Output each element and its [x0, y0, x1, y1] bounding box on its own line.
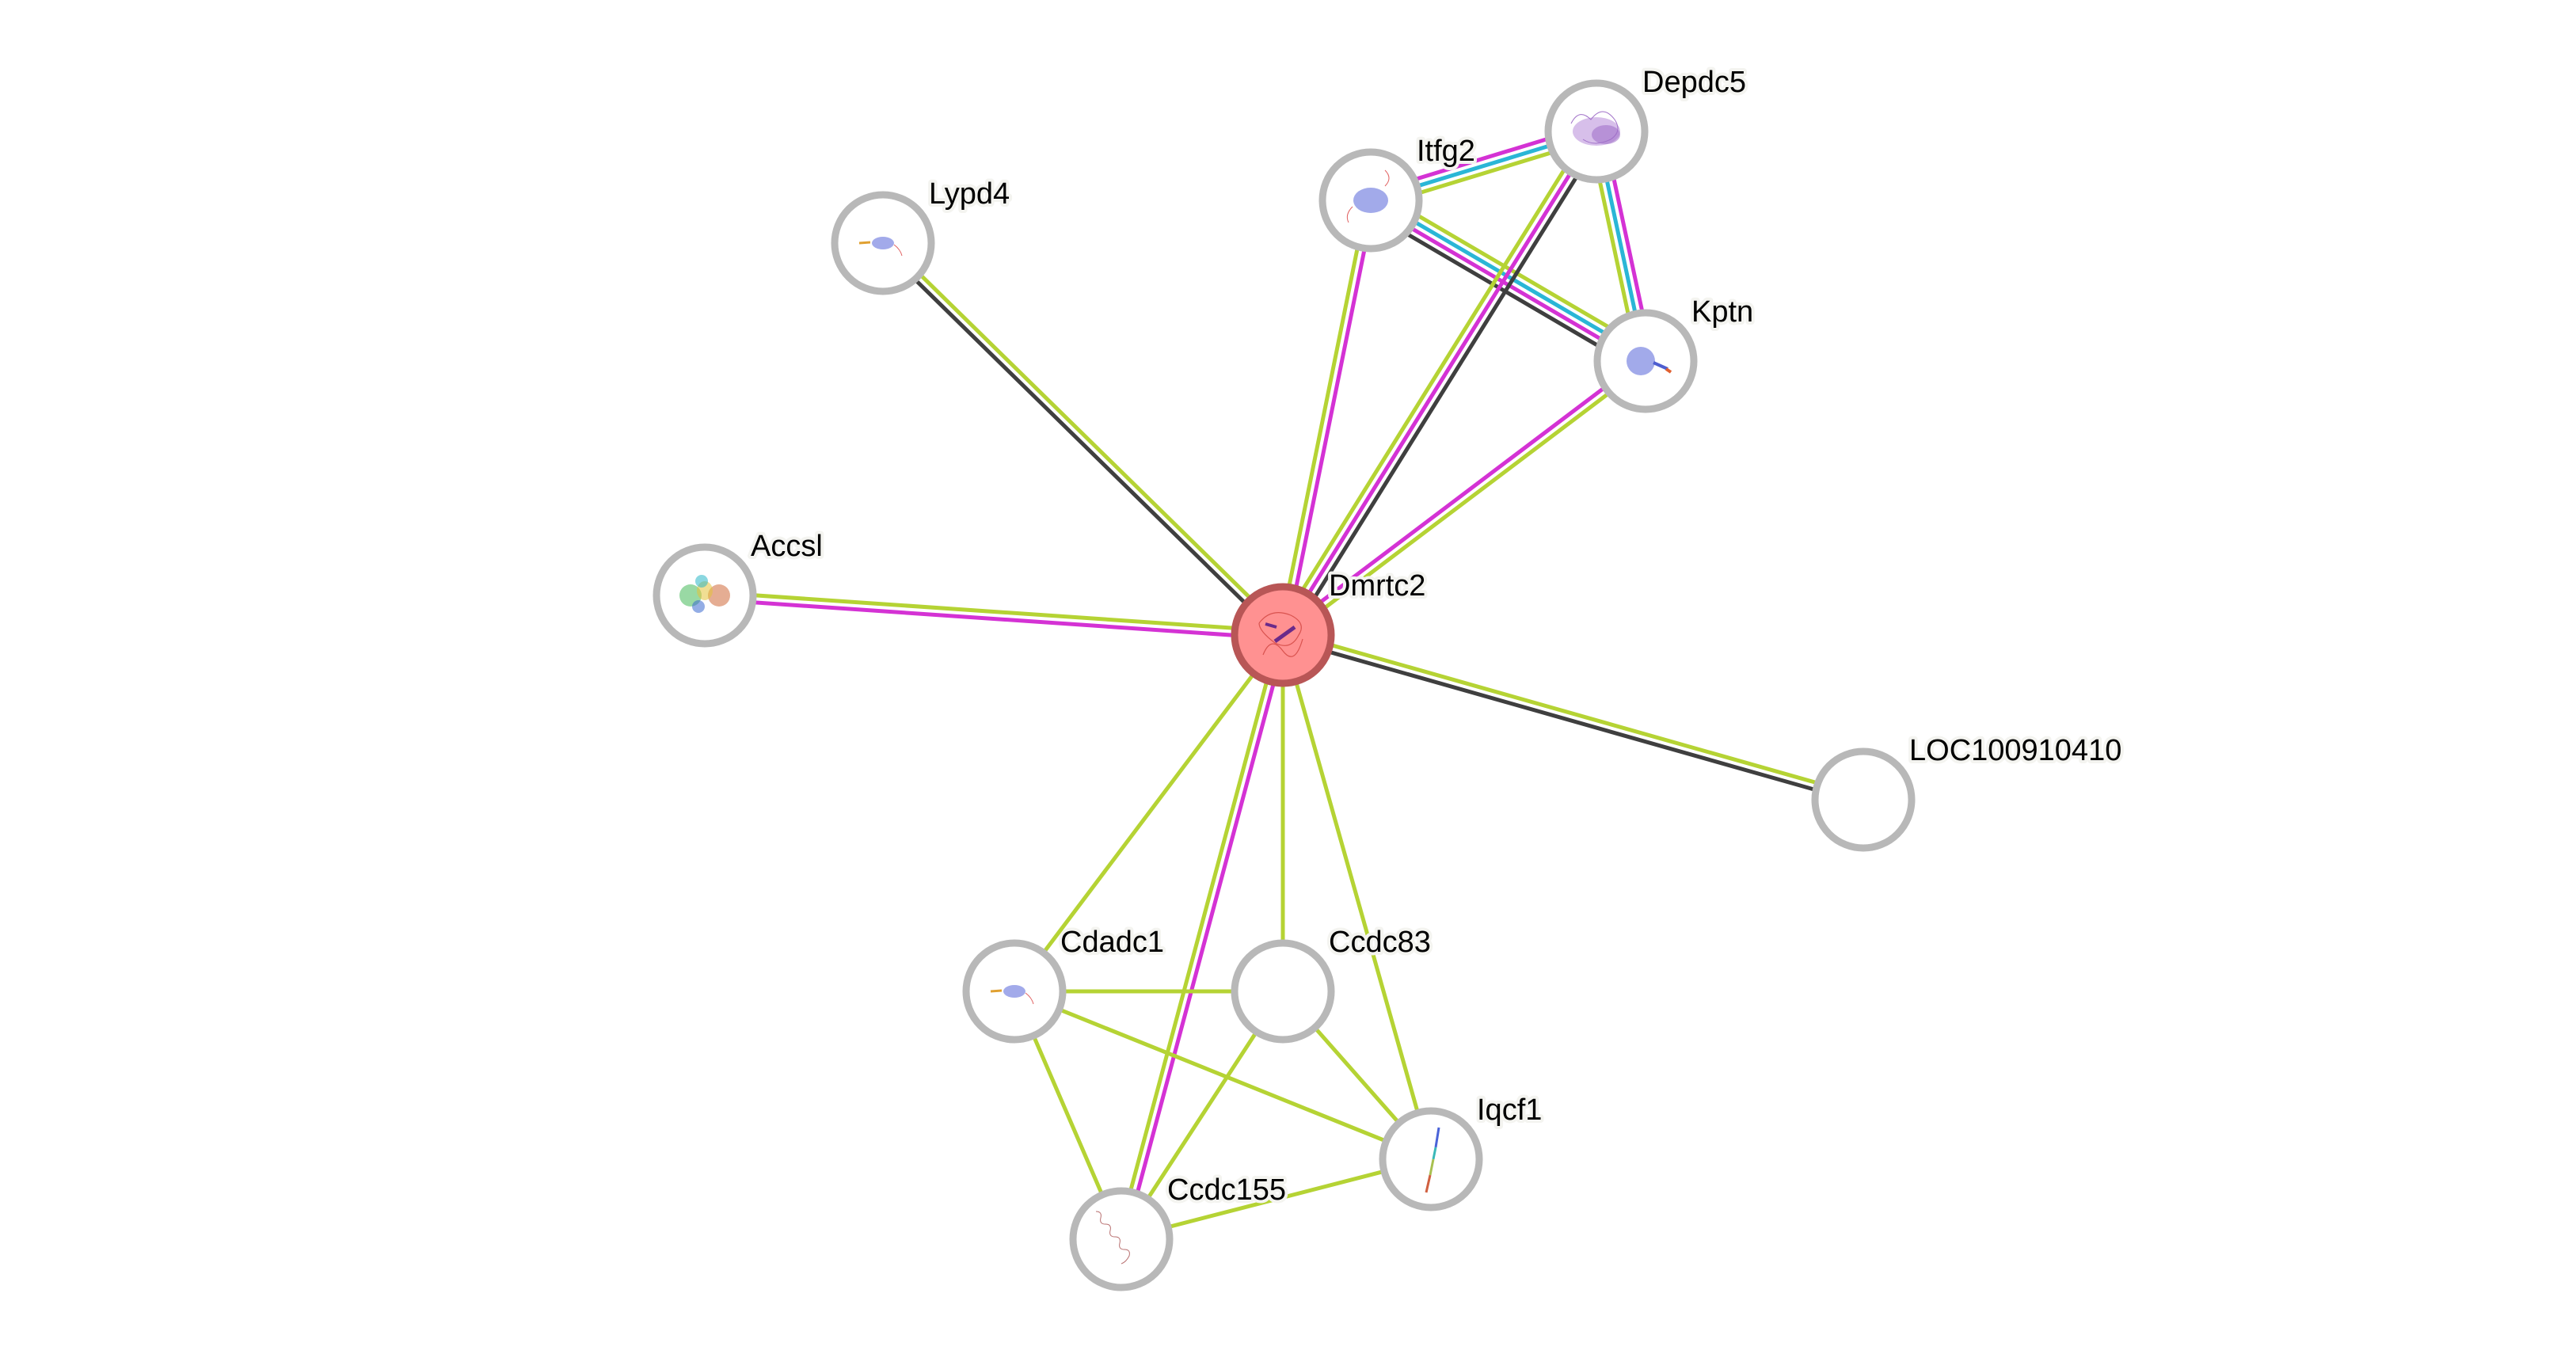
protein-structure-icon — [1346, 169, 1390, 223]
edge-lypd4-dmrtc2[interactable] — [879, 239, 1287, 639]
edge-depdc5-dmrtc2[interactable] — [1275, 126, 1604, 641]
node-label[interactable]: LOC100910410 — [1906, 731, 2125, 770]
node-label[interactable]: Accsl — [748, 527, 826, 566]
edge-channel-textmining — [1013, 633, 1284, 993]
node-label[interactable]: Ccdc155 — [1164, 1170, 1289, 1210]
node-itfg2[interactable]: Itfg2 — [1318, 131, 1478, 253]
edge-channel-experiments — [1368, 201, 1645, 367]
node-label[interactable]: Itfg2 — [1414, 131, 1478, 171]
protein-structure-icon — [1570, 111, 1620, 146]
edge-channel-textmining — [1283, 629, 1865, 799]
edge-iqcf1-ccdc155[interactable] — [1121, 1157, 1432, 1242]
edge-channel-experiments — [1284, 200, 1376, 637]
node-loc100910410[interactable]: LOC100910410 — [1811, 731, 2125, 852]
protein-structure-icon — [1095, 1211, 1130, 1265]
edge-itfg2-dmrtc2[interactable] — [1277, 199, 1376, 637]
node-dmrtc2[interactable]: Dmrtc2 — [1231, 566, 1429, 687]
edge-channel-databases — [1372, 195, 1649, 360]
edge-iqcf1-dmrtc2[interactable] — [1280, 634, 1433, 1160]
edge-channel-textmining — [1014, 989, 1432, 1162]
edge-channel-experiments — [1122, 635, 1288, 1241]
node-lypd4[interactable]: Lypd4 — [831, 174, 1013, 295]
node-circle[interactable] — [1069, 1187, 1174, 1291]
edge-channel-experiments — [1280, 130, 1599, 637]
protein-structure-icon — [858, 237, 903, 257]
protein-structure-icon — [1627, 347, 1672, 375]
node-label[interactable]: Lypd4 — [926, 174, 1013, 214]
protein-structure-icon — [990, 985, 1034, 1005]
node-circle[interactable] — [1811, 747, 1916, 852]
edge-cdadc1-dmrtc2[interactable] — [1013, 633, 1284, 993]
node-accsl[interactable]: Accsl — [653, 527, 826, 648]
edge-channel-coexpression — [1287, 134, 1604, 641]
edge-channel-experiments — [1279, 356, 1645, 634]
edge-channel-textmining — [1275, 126, 1592, 633]
edge-itfg2-kptn[interactable] — [1364, 189, 1653, 372]
edge-channel-textmining — [1116, 633, 1282, 1239]
edge-ccdc155-dmrtc2[interactable] — [1116, 633, 1288, 1241]
node-label[interactable]: Cdadc1 — [1057, 922, 1167, 962]
edge-channel-coexpression — [879, 244, 1282, 639]
node-label[interactable]: Kptn — [1688, 292, 1756, 332]
protein-structure-icon — [679, 575, 730, 613]
node-circle[interactable] — [1231, 939, 1335, 1044]
protein-structure-icon — [1258, 612, 1303, 657]
edge-channel-experiments — [704, 596, 1283, 641]
edge-channel-textmining — [1280, 634, 1433, 1160]
edge-channel-textmining — [705, 590, 1284, 634]
node-ccdc155[interactable]: Ccdc155 — [1069, 1170, 1289, 1291]
edge-kptn-dmrtc2[interactable] — [1279, 356, 1649, 640]
protein-structure-icon — [1425, 1127, 1440, 1193]
node-iqcf1[interactable]: Iqcf1 — [1379, 1090, 1545, 1211]
node-kptn[interactable]: Kptn — [1593, 292, 1756, 413]
edge-channel-textmining — [1277, 199, 1370, 635]
edge-channel-coexpression — [1364, 207, 1642, 372]
node-ccdc83[interactable]: Ccdc83 — [1231, 922, 1434, 1044]
edge-accsl-dmrtc2[interactable] — [704, 590, 1284, 641]
node-label[interactable]: Iqcf1 — [1474, 1090, 1545, 1130]
node-label[interactable]: Dmrtc2 — [1326, 566, 1429, 606]
edge-channel-textmining — [1284, 362, 1649, 640]
node-cdadc1[interactable]: Cdadc1 — [962, 922, 1167, 1044]
edge-channel-textmining — [1121, 1157, 1432, 1242]
node-label[interactable]: Depdc5 — [1639, 63, 1749, 102]
edge-cdadc1-iqcf1[interactable] — [1014, 989, 1432, 1162]
edge-loc100910410-dmrtc2[interactable] — [1281, 629, 1865, 805]
node-label[interactable]: Ccdc83 — [1326, 922, 1434, 962]
edge-channel-textmining — [1375, 189, 1653, 354]
node-depdc5[interactable]: Depdc5 — [1544, 63, 1749, 184]
node-circle[interactable] — [1379, 1107, 1483, 1211]
edge-channel-textmining — [884, 239, 1287, 634]
edge-channel-coexpression — [1281, 636, 1863, 805]
